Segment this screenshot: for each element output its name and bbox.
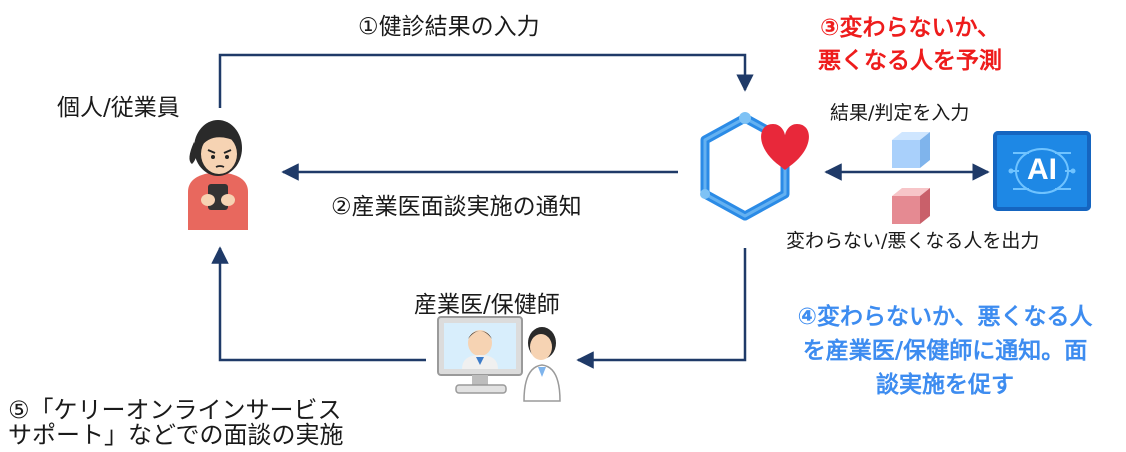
blue-cube-icon [892, 132, 930, 168]
step4-line3: 談実施を促す [876, 372, 1014, 398]
ai-brain-icon: AI [993, 131, 1091, 211]
step4-line1: ④変わらないか、悪くなる人 [797, 304, 1093, 330]
step4-line2: を産業医/保健師に通知。面 [802, 338, 1088, 364]
input-result-label: 結果/判定を入力 [830, 102, 970, 124]
step5-line1: ⑤「ケリーオンラインサービス [8, 396, 342, 424]
employee-label: 個人/従業員 [57, 95, 180, 121]
output-result-label: 変わらない/悪くなる人を出力 [786, 230, 1040, 252]
step2-label: ②産業医面談実施の通知 [331, 194, 582, 220]
step5-line2: サポート」などでの面談の実施 [8, 421, 344, 449]
step3-line2: 悪くなる人を予測 [818, 48, 1002, 74]
person-using-phone-icon [188, 120, 248, 230]
online-consultation-icon [437, 316, 561, 402]
arrow-step1 [218, 53, 754, 108]
red-cube-icon [892, 188, 930, 224]
hexagon-heart-logo-icon [700, 112, 809, 221]
step3-line1: ③変わらないか、 [819, 15, 1000, 41]
doctor-label: 産業医/保健師 [414, 292, 560, 318]
ai-label: AI [1027, 153, 1057, 186]
step1-label: ①健診結果の入力 [358, 14, 540, 40]
arrow-step5 [211, 246, 426, 362]
arrow-step4 [576, 248, 747, 369]
